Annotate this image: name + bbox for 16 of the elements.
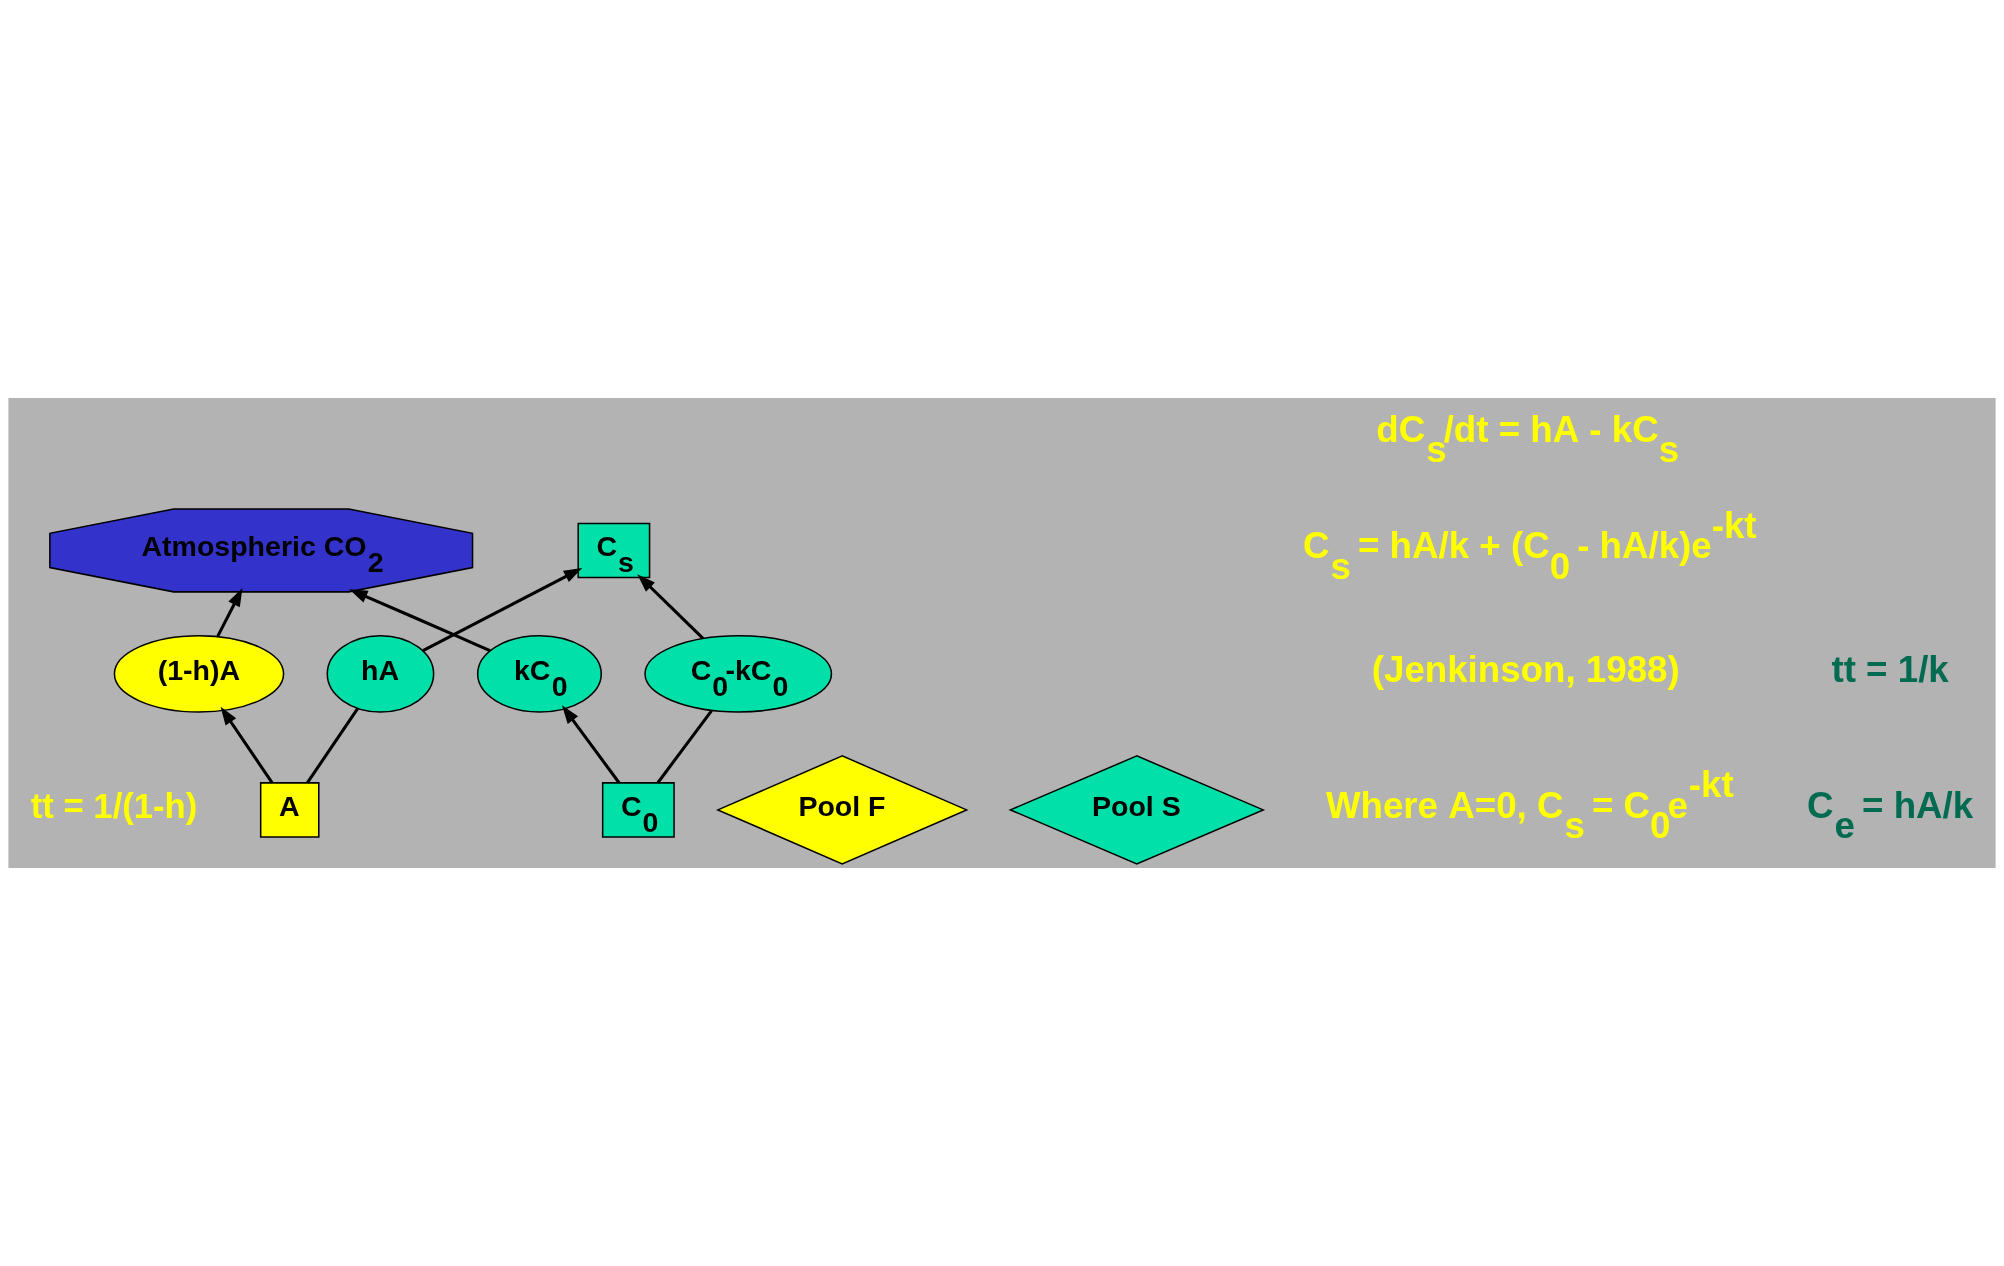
node-diamond: Pool S <box>1008 755 1266 865</box>
node-ellipse: hA <box>326 634 435 713</box>
arrow <box>561 705 621 784</box>
connector <box>656 709 713 784</box>
label: (Jenkinson, 1988) <box>1371 648 1680 690</box>
node-ellipse: (1-h)A <box>113 634 285 713</box>
node-diamond: Pool F <box>715 755 969 865</box>
arrow <box>422 567 583 653</box>
connector <box>306 707 359 784</box>
arrow <box>349 589 491 653</box>
arrow <box>637 574 704 640</box>
node-label: tt = 1/(1-h) <box>30 786 198 825</box>
label: tt = 1/k <box>1831 648 1949 690</box>
arrow <box>220 706 274 784</box>
node-box: A <box>259 782 320 838</box>
arrow <box>216 587 243 638</box>
